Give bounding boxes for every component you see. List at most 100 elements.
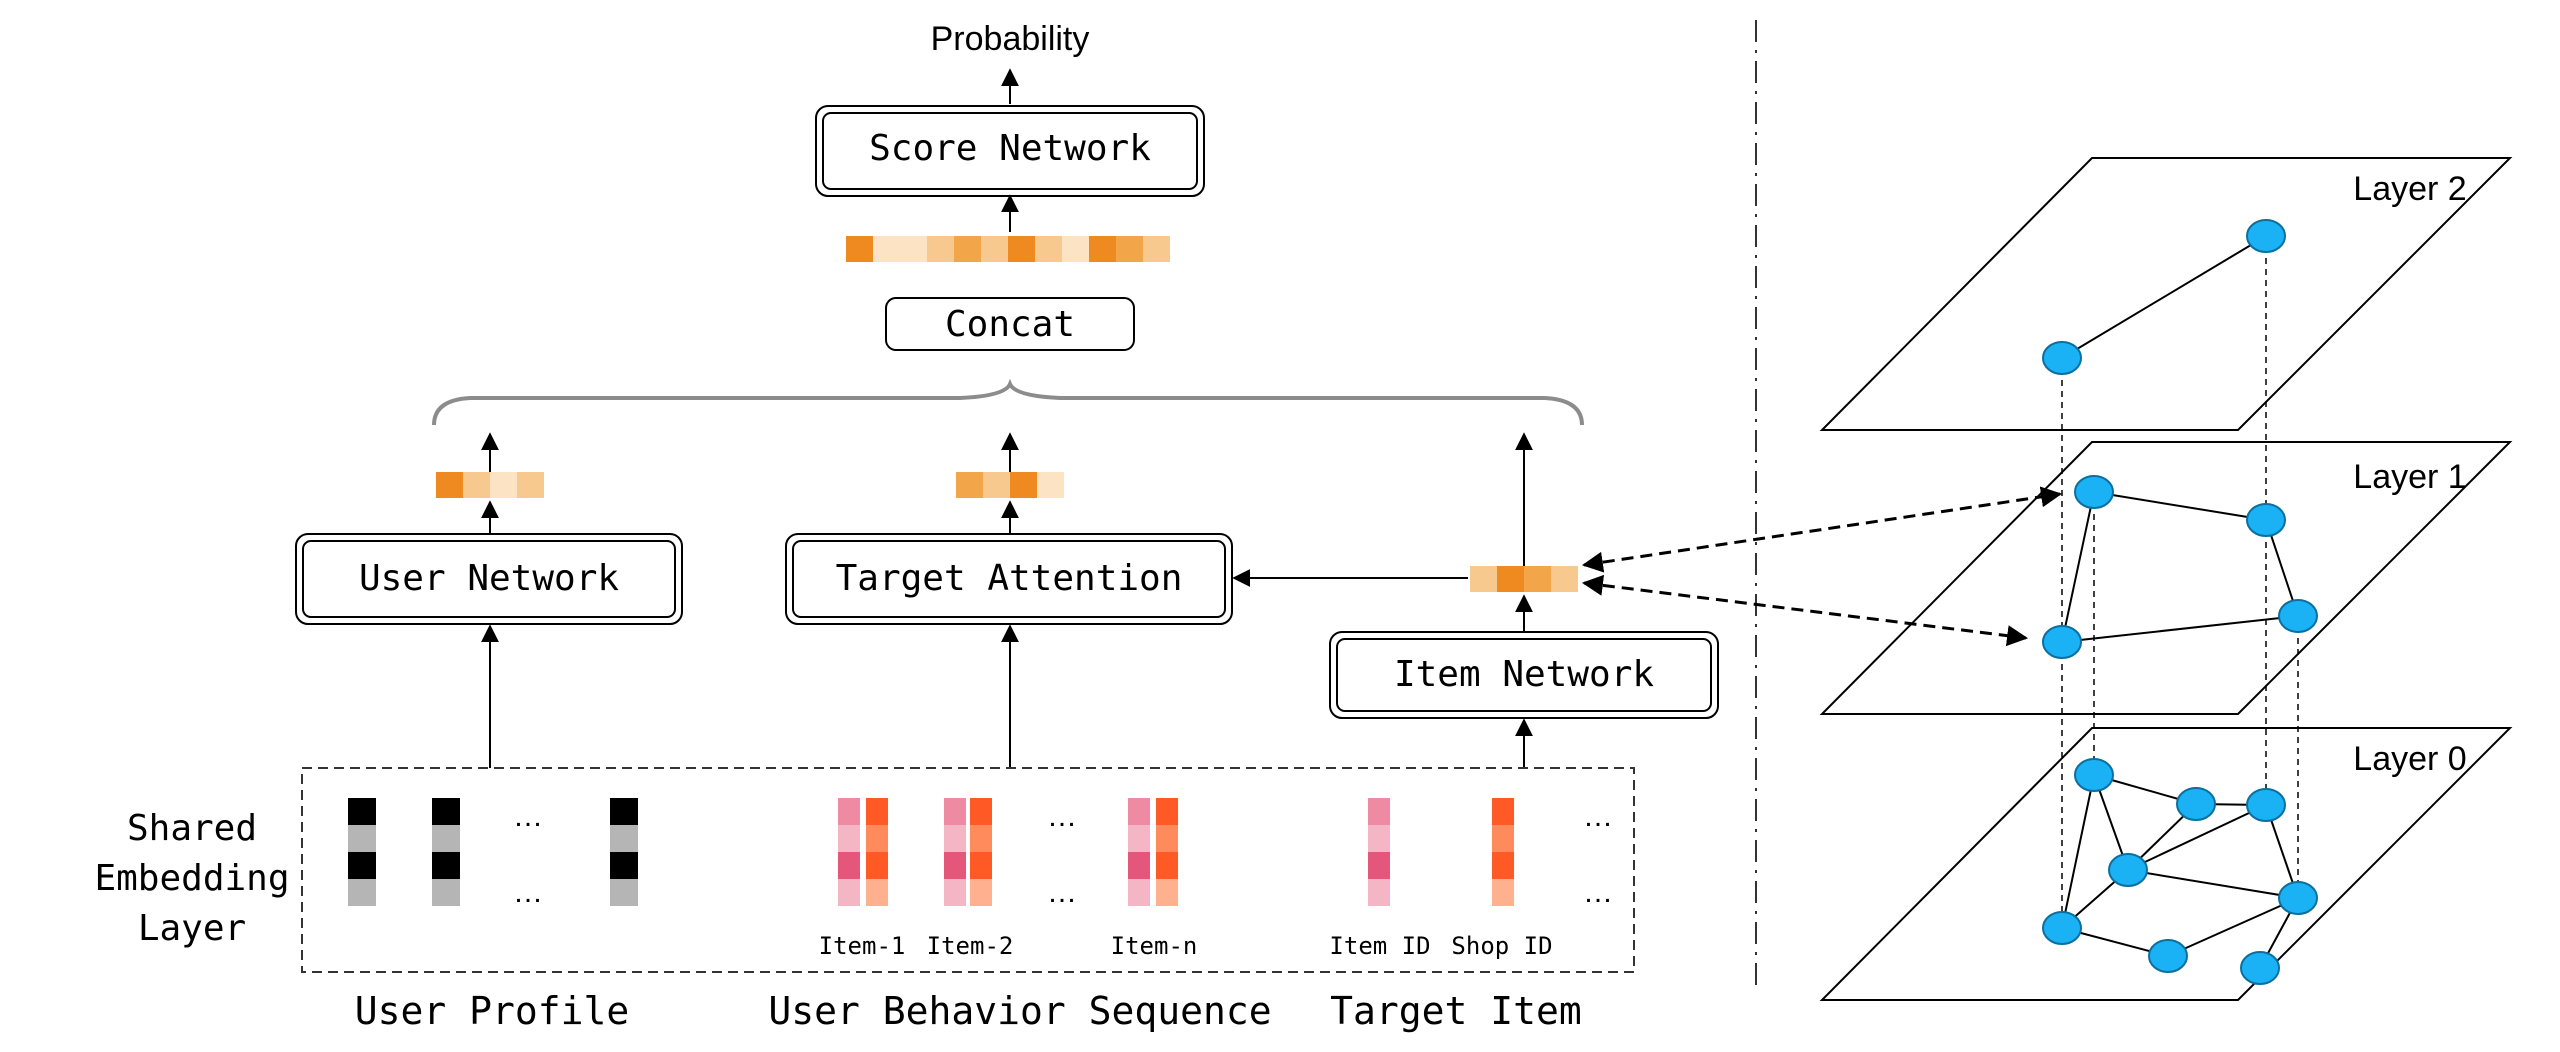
vector-cell — [956, 472, 983, 498]
behavior-item-label-1: Item-1 — [819, 932, 906, 960]
target-ellipsis-top: … — [1583, 800, 1613, 833]
embedding-cell — [1156, 825, 1178, 852]
user-network-label: User Network — [359, 558, 619, 599]
vector-cell — [1037, 472, 1064, 498]
user-profile-ellipsis-bottom: … — [513, 876, 543, 909]
graph-node — [2074, 475, 2114, 509]
target-ellipsis-bottom: … — [1583, 876, 1613, 909]
target-item-label: Target Item — [1330, 989, 1582, 1033]
vector-cell — [900, 236, 927, 262]
vector-cell — [981, 236, 1008, 262]
embedding-cell — [1492, 825, 1514, 852]
graph-node — [2108, 853, 2148, 887]
embedding-cell — [970, 798, 992, 825]
embedding-cell — [1492, 852, 1514, 879]
vector-cell — [1035, 236, 1062, 262]
embedding-cell — [1368, 852, 1390, 879]
embedding-cell — [866, 852, 888, 879]
vector-cell — [463, 472, 490, 498]
vector-cell — [1143, 236, 1170, 262]
embedding-cell — [348, 879, 376, 906]
vector-cell — [517, 472, 544, 498]
embedding-cell — [610, 798, 638, 825]
concat-output-vector — [846, 236, 1170, 262]
layer-0-plane — [1819, 727, 2513, 1001]
graph-node — [2278, 881, 2318, 915]
embedding-cell — [1128, 825, 1150, 852]
vector-cell — [846, 236, 873, 262]
graph-node — [2176, 787, 2216, 821]
layer-0-label: Layer 0 — [2353, 740, 2466, 778]
vector-cell — [1010, 472, 1037, 498]
vector-cell — [927, 236, 954, 262]
vector-cell — [1008, 236, 1035, 262]
embedding-cell — [610, 879, 638, 906]
target-shop-id-label: Shop ID — [1451, 932, 1552, 960]
embedding-cell — [1156, 798, 1178, 825]
shared-embedding-label-line3: Layer — [138, 908, 246, 949]
target-attention-label: Target Attention — [836, 558, 1183, 599]
behavior-ellipsis-bottom: … — [1047, 876, 1077, 909]
shared-embedding-label-line1: Shared — [127, 808, 257, 849]
layer-1-label: Layer 1 — [2353, 458, 2466, 496]
embedding-cell — [970, 825, 992, 852]
embedding-cell — [1368, 798, 1390, 825]
item-network-box: Item Network — [1329, 631, 1719, 719]
item-output-vector — [1470, 566, 1578, 592]
embedding-columns — [348, 798, 1514, 906]
embedding-cell — [866, 825, 888, 852]
embedding-cell — [944, 798, 966, 825]
vector-cell — [490, 472, 517, 498]
embedding-cell — [1128, 879, 1150, 906]
item-network-label: Item Network — [1394, 654, 1654, 695]
behavior-ellipsis-top: … — [1047, 800, 1077, 833]
graph-node — [2278, 599, 2318, 633]
attention-output-vector — [956, 472, 1064, 498]
embedding-cell — [970, 852, 992, 879]
embedding-cell — [944, 852, 966, 879]
vector-cell — [954, 236, 981, 262]
shared-embedding-box — [301, 767, 1635, 973]
embedding-cell — [838, 798, 860, 825]
embedding-cell — [348, 852, 376, 879]
user-network-box: User Network — [295, 533, 683, 625]
embedding-cell — [610, 852, 638, 879]
user-profile-label: User Profile — [355, 989, 630, 1033]
score-network-box: Score Network — [815, 105, 1205, 197]
score-network-label: Score Network — [869, 128, 1151, 169]
embedding-cell — [348, 825, 376, 852]
embedding-cell — [838, 879, 860, 906]
vector-cell — [983, 472, 1010, 498]
embedding-cell — [866, 798, 888, 825]
layer-2-plane — [1819, 157, 2513, 431]
cross-layer-links — [2061, 236, 2299, 928]
target-item-id-label: Item ID — [1329, 932, 1430, 960]
vector-cell — [1089, 236, 1116, 262]
graph-nodes — [2042, 219, 2318, 985]
concat-box: Concat — [885, 297, 1135, 351]
vector-cell — [1551, 566, 1578, 592]
target-attention-box: Target Attention — [785, 533, 1233, 625]
graph-node — [2246, 788, 2286, 822]
behavior-item-label-n: Item-n — [1111, 932, 1198, 960]
graph-node — [2042, 911, 2082, 945]
embedding-cell — [1368, 825, 1390, 852]
embedding-cell — [1492, 798, 1514, 825]
vector-cell — [1062, 236, 1089, 262]
embedding-cell — [432, 852, 460, 879]
concat-label: Concat — [945, 304, 1075, 345]
vector-cell — [1116, 236, 1143, 262]
shared-embedding-label-line2: Embedding — [94, 858, 289, 899]
embedding-cell — [944, 879, 966, 906]
shared-embedding-label: Shared Embedding Layer — [94, 808, 289, 949]
embedding-cell — [348, 798, 376, 825]
vector-cell — [873, 236, 900, 262]
embedding-cell — [970, 879, 992, 906]
embedding-cell — [1492, 879, 1514, 906]
user-output-vector — [436, 472, 544, 498]
item-to-layer1-link-bottom — [1581, 574, 2029, 647]
graph-node — [2042, 341, 2082, 375]
embedding-cell — [1128, 852, 1150, 879]
embedding-cell — [610, 825, 638, 852]
